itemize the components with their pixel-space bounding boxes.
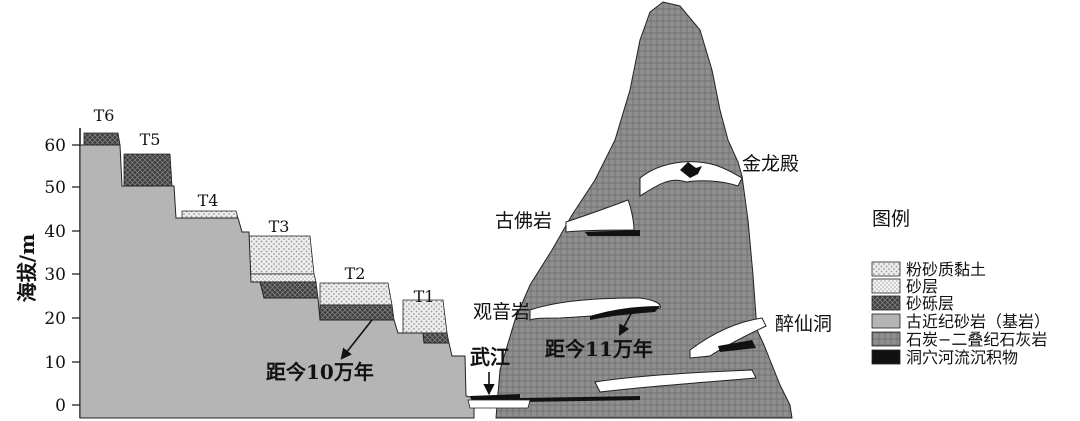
legend-item-label: 砂砾层 [906, 294, 954, 313]
legend-item-label: 粉砂质黏土 [906, 260, 986, 279]
legend-swatch-cave-sediment [871, 349, 901, 365]
terrace-label-t3: T3 [269, 217, 290, 236]
legend: 图例 粉砂质黏土 砂层 砂砾层 古近纪砂岩（基岩） 石炭−二叠纪石灰岩 洞穴河流… [871, 208, 1050, 367]
legend-swatch-sand [871, 278, 901, 294]
cave-label-zuixian: 醉仙洞 [775, 313, 832, 335]
river-label: 武江 [470, 345, 510, 369]
sandstone-bedrock [79, 144, 475, 419]
terrace-age-label: 距今10万年 [266, 360, 374, 384]
cave-label-guanyin: 观音岩 [473, 301, 530, 323]
legend-item-label: 砂层 [906, 277, 938, 296]
legend-item-label: 石炭−二叠纪石灰岩 [906, 330, 1047, 349]
cave-label-jinlong: 金龙殿 [742, 153, 799, 175]
legend-item-label: 洞穴河流沉积物 [906, 348, 1018, 367]
y-tick-label: 20 [44, 309, 66, 329]
terrace-label-t5: T5 [140, 130, 161, 149]
cave-label-gufo: 古佛岩 [495, 210, 552, 232]
legend-title: 图例 [872, 208, 910, 230]
terrace-labels: T6 T5 T4 T3 T2 T1 [94, 106, 435, 306]
river-channel [467, 399, 531, 409]
cave-age-label: 距今11万年 [545, 337, 653, 361]
terrace-label-t6: T6 [94, 106, 115, 125]
legend-swatch-limestone [871, 331, 901, 347]
y-tick-label: 10 [44, 353, 66, 373]
legend-swatch-sandstone [871, 313, 901, 329]
legend-swatch-gravel [871, 295, 901, 311]
legend-swatch-silty-clay [871, 261, 901, 277]
cave-openings [529, 161, 767, 393]
y-axis: 0 10 20 30 40 50 60 海拔/m [15, 128, 81, 418]
legend-item-label: 古近纪砂岩（基岩） [906, 312, 1050, 331]
y-tick-label: 30 [44, 265, 66, 285]
cave-sediments [470, 162, 756, 402]
terrace-label-t4: T4 [198, 191, 219, 210]
y-tick-label: 60 [44, 136, 66, 156]
y-axis-label: 海拔/m [15, 234, 39, 302]
y-tick-label: 50 [44, 178, 66, 198]
terrace-label-t2: T2 [345, 264, 366, 283]
annotation-arrows [340, 311, 633, 396]
y-tick-label: 0 [55, 396, 66, 416]
y-tick-label: 40 [44, 222, 66, 242]
terrace-label-t1: T1 [414, 287, 435, 306]
